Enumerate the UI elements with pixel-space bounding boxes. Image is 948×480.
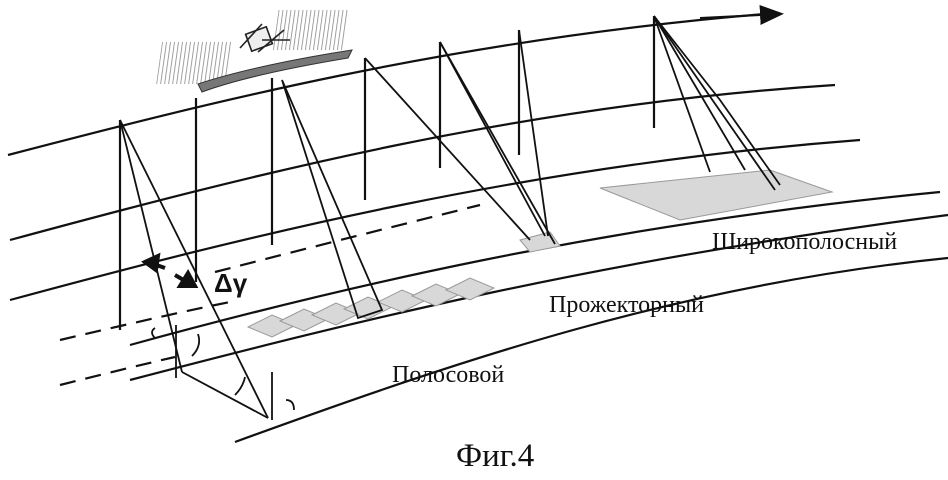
label-delta-gamma: Δγ (214, 270, 247, 296)
beam-spot-c (440, 42, 555, 244)
label-wide-mode: Широкополосный (712, 230, 897, 254)
dashed-arc-b (60, 302, 230, 340)
beam-strip (282, 80, 382, 318)
dashed-arc-c (60, 357, 175, 385)
delta-gamma-marker (145, 256, 195, 286)
solar-panel-right (273, 10, 349, 50)
geom-base (182, 372, 268, 418)
geom-angle-3 (286, 400, 294, 410)
geom-angle-2 (235, 377, 245, 395)
label-strip-mode: Полосовой (392, 363, 504, 387)
dg-arrow-left (145, 256, 158, 270)
direction-arrow (700, 14, 780, 18)
geom-angle-1 (192, 334, 199, 356)
orbit-arc-4 (130, 192, 940, 345)
dg-arrow-right (180, 273, 195, 286)
beam-wide-a (654, 16, 710, 172)
geom-angle-4 (152, 328, 155, 338)
wide-footprint (600, 170, 832, 220)
beam-left-a (120, 120, 182, 372)
orbit-arc-2 (10, 85, 835, 240)
orbit-arc-3 (10, 140, 860, 300)
orbit-arc-top (8, 14, 765, 155)
ground-arc-bottom (235, 258, 948, 442)
figure-caption: Фиг.4 (456, 440, 534, 473)
label-spotlight-mode: Прожекторный (549, 293, 704, 317)
beam-wide-c (654, 16, 775, 190)
